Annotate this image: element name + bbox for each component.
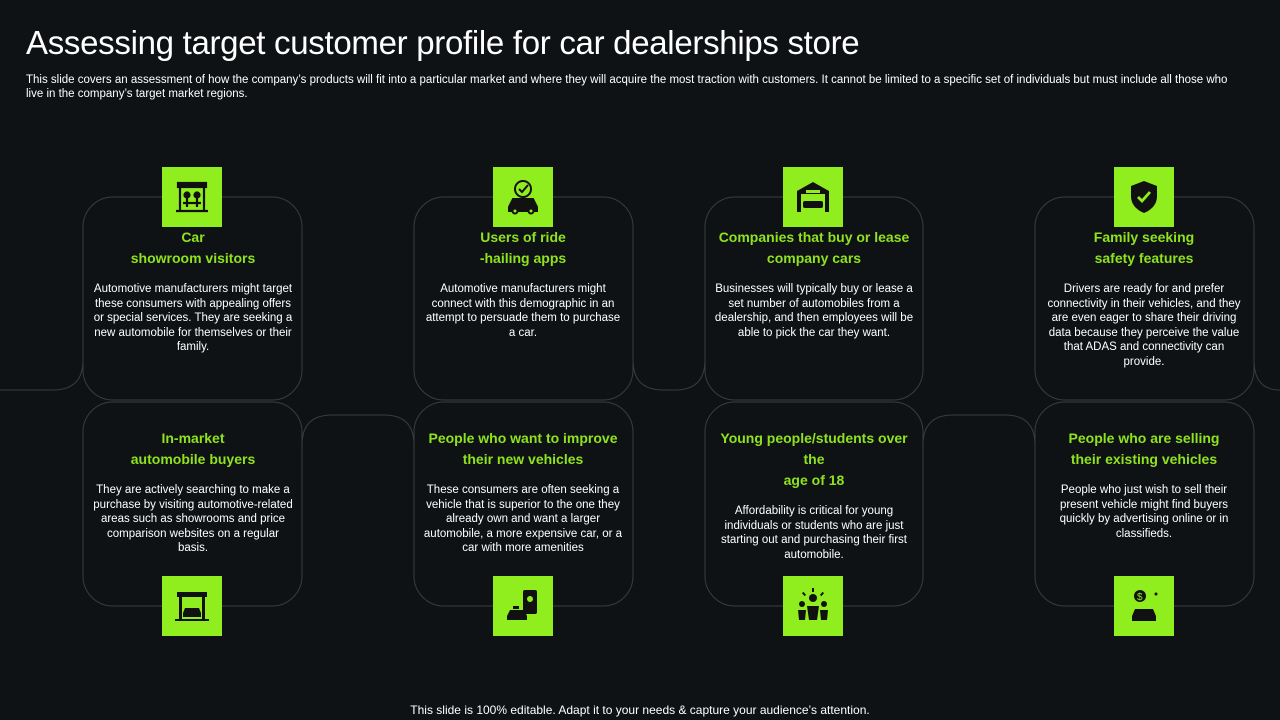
page-subtitle: This slide covers an assessment of how t… [26, 74, 1228, 100]
car-market-icon [162, 576, 222, 636]
card-title: Users of ride-hailing apps [479, 229, 567, 266]
card-body: They are actively searching to make a pu… [93, 484, 293, 554]
card-body: People who just wish to sell their prese… [1059, 484, 1229, 540]
card-body: Affordability is critical for young indi… [720, 505, 908, 561]
svg-text:$: $ [1137, 592, 1143, 603]
car-sale-money-icon: $ [1114, 576, 1174, 636]
page-title: Assessing target customer profile for ca… [26, 24, 860, 61]
card-body: Businesses will typically buy or lease a… [714, 283, 914, 339]
car-location-icon [493, 576, 553, 636]
card-body: Automotive manufacturers might connect w… [425, 283, 621, 339]
safety-shield-icon [1114, 167, 1174, 227]
card-ride-hailing-users: Users of ride-hailing apps Automotive ma… [423, 227, 623, 340]
car-showroom-icon [162, 167, 222, 227]
footer-note: This slide is 100% editable. Adapt it to… [410, 703, 870, 717]
card-body: These consumers are often seeking a vehi… [423, 484, 623, 554]
ride-hailing-car-icon [493, 167, 553, 227]
dealership-garage-icon [783, 167, 843, 227]
young-people-icon [783, 576, 843, 636]
card-body: Drivers are ready for and prefer connect… [1047, 283, 1241, 368]
card-body: Automotive manufacturers might target th… [93, 283, 293, 353]
